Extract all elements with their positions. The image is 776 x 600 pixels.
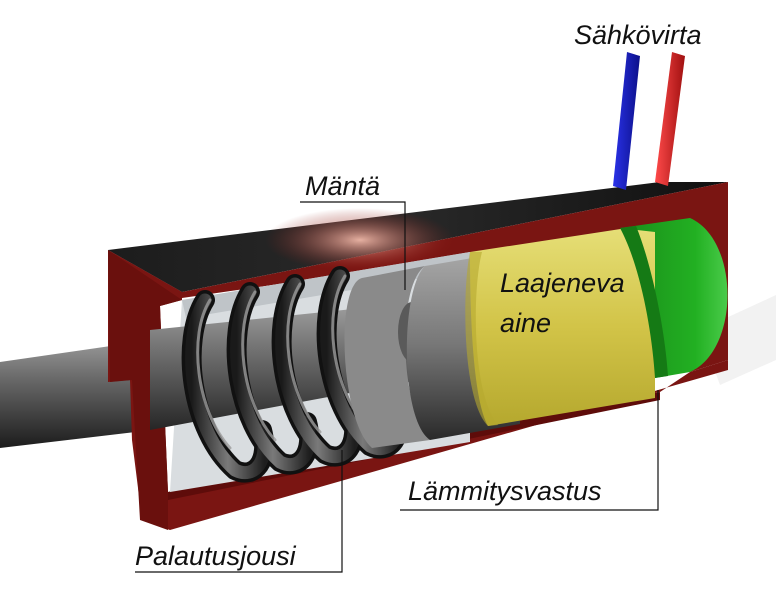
label-current: Sähkövirta: [574, 20, 702, 50]
wire-blue: [613, 52, 640, 190]
housing-shell: [108, 250, 728, 530]
label-spring: Palautusjousi: [135, 541, 297, 571]
piston: [344, 266, 430, 448]
leader-lines: [135, 201, 659, 573]
label-piston: Mäntä: [305, 171, 380, 201]
label-expanding-line2: aine: [500, 308, 551, 338]
expanding-material: [470, 226, 655, 426]
label-expanding-line1: Laajeneva: [500, 268, 625, 298]
label-heater: Lämmitysvastus: [408, 476, 602, 506]
heating-element: [620, 218, 728, 378]
wire-red: [655, 52, 685, 186]
